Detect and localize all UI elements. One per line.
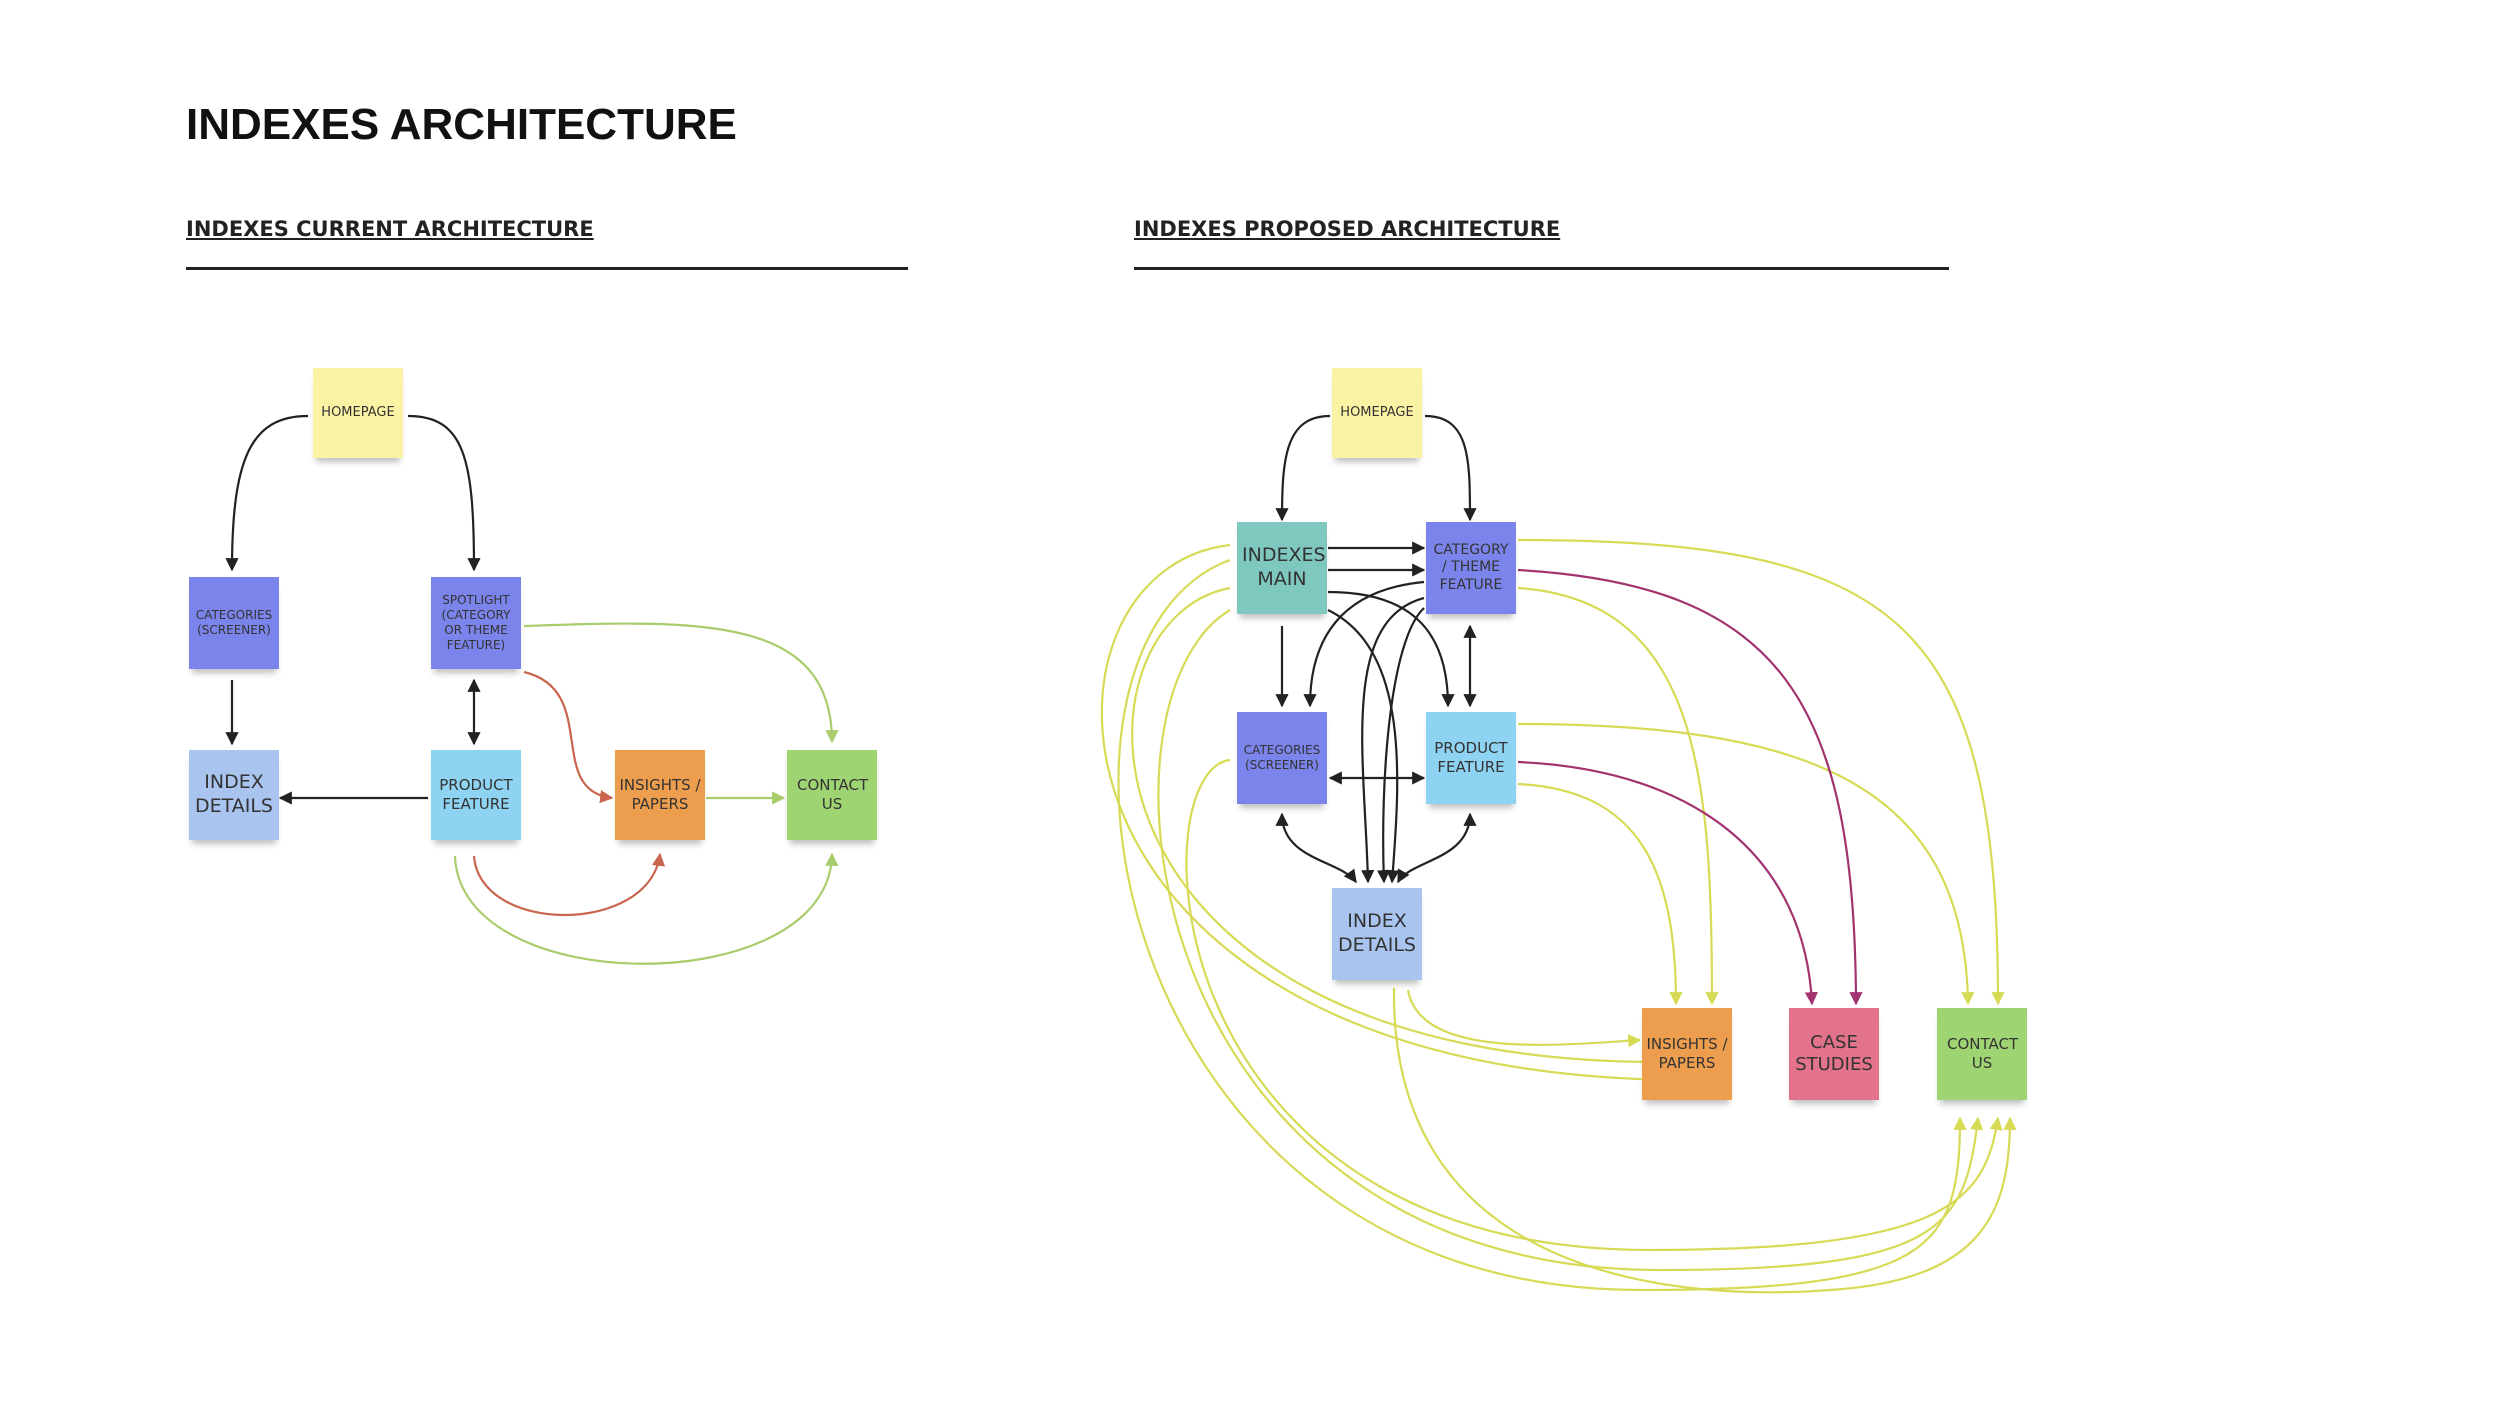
note-label: CONTACT US bbox=[797, 776, 869, 813]
note-label: CATEGORIES (SCREENER) bbox=[195, 608, 273, 637]
note-label: CATEGORY / THEME FEATURE bbox=[1433, 541, 1509, 593]
note-product-feature-current: PRODUCT FEATURE bbox=[431, 750, 521, 840]
note-label: CASE STUDIES bbox=[1795, 1031, 1873, 1076]
note-contact-current: CONTACT US bbox=[787, 750, 877, 840]
note-label: HOMEPAGE bbox=[321, 404, 395, 420]
page-title: INDEXES ARCHITECTURE bbox=[186, 100, 737, 149]
note-categories-current: CATEGORIES (SCREENER) bbox=[189, 577, 279, 669]
note-case-studies-proposed: CASE STUDIES bbox=[1789, 1008, 1879, 1100]
arrow-spotlight-to-insights bbox=[523, 670, 614, 804]
current-architecture-heading: INDEXES CURRENT ARCHITECTURE bbox=[186, 217, 594, 241]
arrow-homepage-to-spotlight bbox=[407, 414, 481, 572]
note-categories-proposed: CATEGORIES (SCREENER) bbox=[1237, 712, 1327, 804]
note-spotlight-current: SPOTLIGHT (CATEGORY OR THEME FEATURE) bbox=[431, 577, 521, 669]
note-insights-current: INSIGHTS / PAPERS bbox=[615, 750, 705, 840]
note-label: INSIGHTS / PAPERS bbox=[619, 776, 701, 813]
note-label: CATEGORIES (SCREENER) bbox=[1243, 743, 1321, 772]
note-label: INDEXES MAIN bbox=[1242, 544, 1326, 590]
arrow-spotlight-to-contact bbox=[523, 622, 839, 744]
note-category-theme-proposed: CATEGORY / THEME FEATURE bbox=[1426, 522, 1516, 614]
note-insights-proposed: INSIGHTS / PAPERS bbox=[1642, 1008, 1732, 1100]
note-product-feature-proposed: PRODUCT FEATURE bbox=[1426, 712, 1516, 804]
note-label: INSIGHTS / PAPERS bbox=[1646, 1035, 1728, 1072]
arrow-product-to-insights-bottom bbox=[472, 852, 666, 916]
arrow-homepage-to-categories bbox=[225, 414, 309, 572]
note-indexes-main-proposed: INDEXES MAIN bbox=[1237, 522, 1327, 614]
note-label: CONTACT US bbox=[1947, 1035, 2019, 1072]
note-contact-proposed: CONTACT US bbox=[1937, 1008, 2027, 1100]
note-label: INDEX DETAILS bbox=[1337, 910, 1416, 956]
note-index-details-current: INDEX DETAILS bbox=[189, 750, 279, 840]
proposed-architecture-heading: INDEXES PROPOSED ARCHITECTURE bbox=[1134, 217, 1561, 241]
note-homepage-current: HOMEPAGE bbox=[313, 368, 403, 458]
note-label: PRODUCT FEATURE bbox=[439, 776, 513, 813]
note-label: SPOTLIGHT (CATEGORY OR THEME FEATURE) bbox=[441, 593, 511, 652]
current-heading-rule bbox=[186, 267, 908, 270]
note-label: INDEX DETAILS bbox=[194, 771, 273, 817]
proposed-heading-rule bbox=[1134, 267, 1949, 270]
note-label: PRODUCT FEATURE bbox=[1434, 739, 1508, 776]
note-index-details-proposed: INDEX DETAILS bbox=[1332, 888, 1422, 980]
arrow-product-to-contact-bottom bbox=[453, 852, 839, 965]
note-homepage-proposed: HOMEPAGE bbox=[1332, 368, 1422, 458]
note-label: HOMEPAGE bbox=[1340, 404, 1414, 420]
